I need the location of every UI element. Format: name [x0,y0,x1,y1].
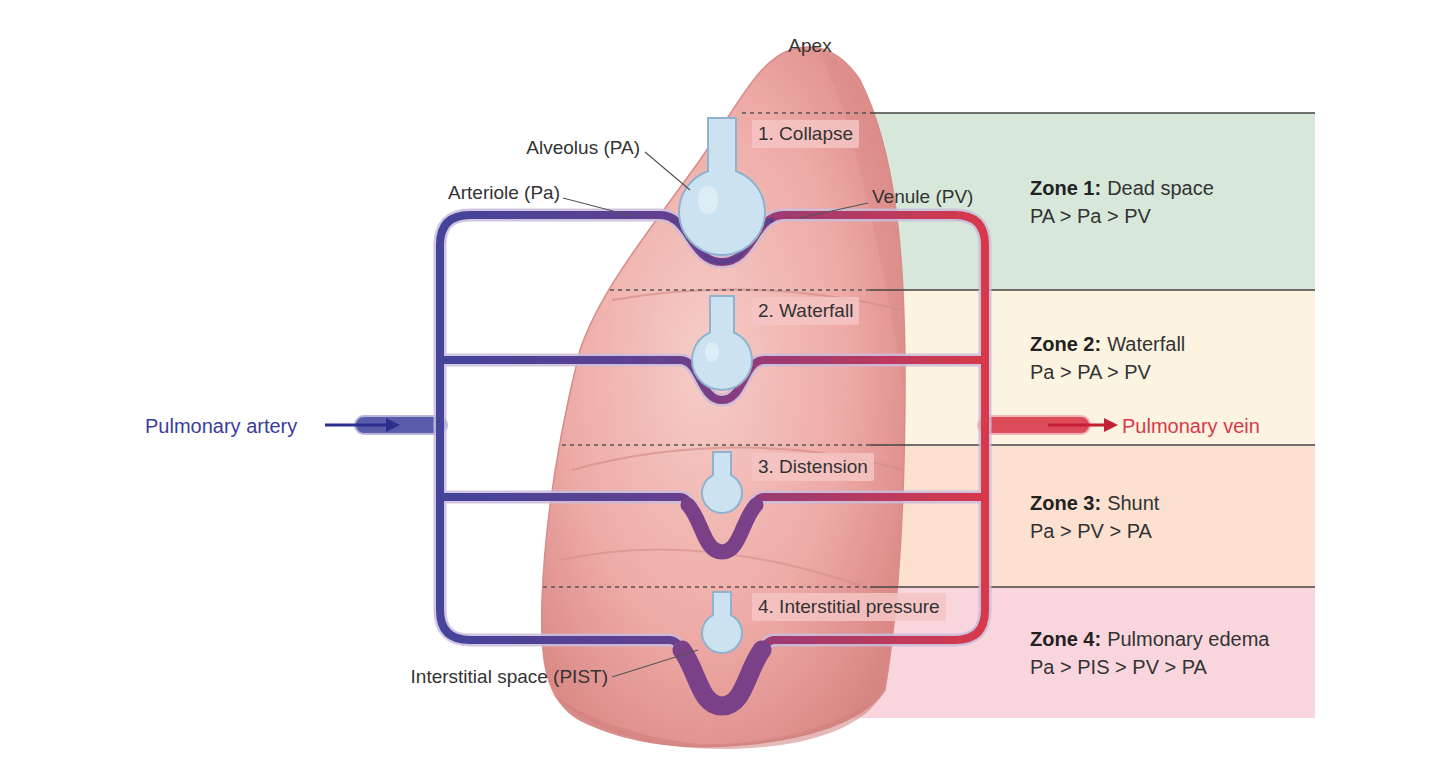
inflow-arrow [325,424,388,427]
stage-label: 1. Collapse [758,123,853,144]
vessel-outline [440,425,985,705]
zone-divider [870,444,1315,446]
leader-line [645,152,690,190]
zone-divider [870,289,1315,291]
alveolus-highlight [698,186,718,214]
part-label: Apex [788,34,831,58]
zone-number: Zone 2: [1030,330,1101,358]
part-label: Interstitial space (PIST) [411,665,608,689]
zone-number: Zone 4: [1030,625,1101,653]
stage-label-box: 1. Collapse [752,120,859,148]
zone-number: Zone 1: [1030,174,1101,202]
stage-label: 2. Waterfall [758,300,853,321]
inflow-arrow-head [386,418,400,432]
zone-name: Dead space [1107,174,1214,202]
zone-divider [870,586,1315,588]
stage-label-box: 3. Distension [752,453,874,481]
zone-name: Pulmonary edema [1107,625,1269,653]
vessel-outline-group [440,215,985,705]
pressure-relation: PA > Pa > PV [1030,202,1315,230]
vessel-label: Pulmonary artery [145,414,297,438]
alveolus [702,452,742,513]
zone-divider-dashed [610,289,870,290]
stage-label-box: 2. Waterfall [752,297,859,325]
vessel [440,425,985,705]
pressure-relation: Pa > PV > PA [1030,517,1315,545]
lung-shading [820,52,905,400]
alveolus [702,592,742,653]
stage-label-box: 4. Interstitial pressure [752,593,946,621]
stage-label: 3. Distension [758,456,868,477]
zone-number: Zone 3: [1030,489,1101,517]
distended-capillary [682,650,762,706]
zone-divider-dashed [562,444,870,445]
vessel-group [440,215,985,705]
zone-name: Shunt [1107,489,1159,517]
zone-divider [870,112,1315,114]
pressure-relation: Pa > PA > PV [1030,358,1315,386]
zone-name: Waterfall [1107,330,1185,358]
outflow-arrow-head [1104,418,1118,432]
pressure-relation: Pa > PIS > PV > PA [1030,653,1315,681]
part-label: Venule (PV) [872,185,973,209]
leader-line [612,650,698,677]
zone-divider-dashed [742,112,870,113]
outflow-arrow [1048,424,1105,427]
part-label: Arteriole (Pa) [448,181,560,205]
stage-label: 4. Interstitial pressure [758,596,940,617]
alveolus [692,296,752,390]
alveolus-highlight [705,342,719,362]
zone-divider-dashed [543,586,870,587]
leader-line [563,198,632,216]
vessel-label: Pulmonary vein [1122,414,1260,438]
part-label: Alveolus (PA) [526,136,640,160]
zone-band: Zone 3:ShuntPa > PV > PA [855,445,1315,587]
leader-line [800,203,868,218]
